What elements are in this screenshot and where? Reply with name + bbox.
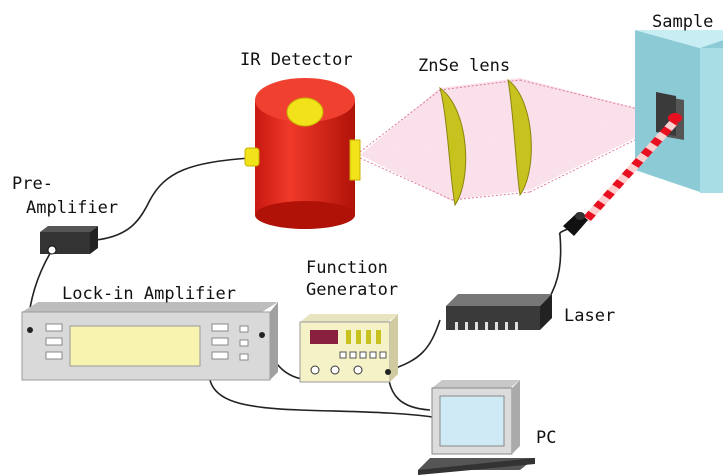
label-laser: Laser	[564, 306, 616, 326]
label-sample: Sample	[652, 12, 714, 32]
cable-lockin-pc	[209, 379, 441, 419]
cable-generator-pc	[387, 373, 431, 411]
sample	[635, 30, 723, 193]
label-function-generator-line2: Generator	[306, 280, 399, 300]
lens-1	[439, 86, 467, 207]
laser-unit	[446, 294, 552, 330]
detector-window	[286, 97, 324, 127]
pc-screen	[439, 395, 505, 447]
laser-beam	[582, 118, 678, 222]
label-pre-amplifier-line1: Pre-	[12, 174, 53, 194]
label-ir-detector: IR Detector	[240, 50, 353, 70]
lock-in-amplifier	[21, 302, 278, 381]
ir-detector	[244, 78, 361, 229]
label-pre-amplifier-line2: Amplifier	[26, 198, 119, 218]
znse-lenses	[439, 78, 532, 207]
pre-amplifier	[40, 226, 98, 255]
pc	[418, 380, 535, 475]
fiber-head	[563, 212, 588, 236]
cable-laser-fiber	[547, 227, 571, 301]
lens-2	[507, 78, 532, 197]
label-znse-lens: ZnSe lens	[418, 56, 511, 76]
label-lock-in-amplifier: Lock-in Amplifier	[62, 284, 236, 304]
function-generator	[299, 314, 398, 383]
cable-preamp-detector	[95, 157, 251, 241]
label-pc: PC	[536, 428, 557, 448]
label-function-generator-line1: Function	[306, 258, 388, 278]
